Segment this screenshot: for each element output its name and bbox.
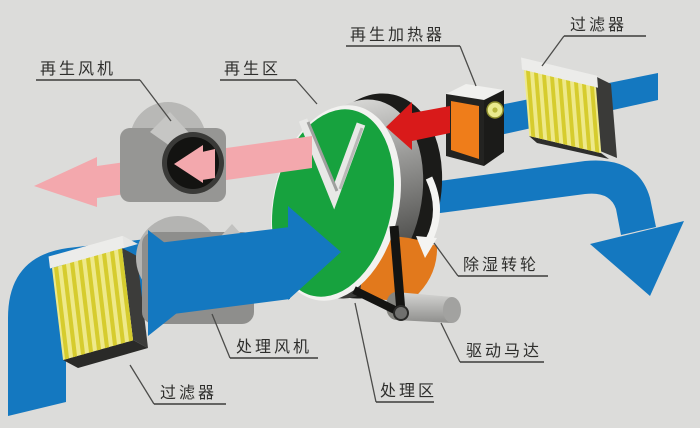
label-process-fan: 处理风机 [211,313,318,359]
heater-light-dot [492,107,498,113]
regen-filter [521,57,617,159]
belt-pulley [393,305,409,321]
divider-shade-right [338,127,364,190]
label-regen-zone-text: 再生区 [224,59,281,78]
process-air-arrow [148,206,341,336]
rotation-arrowhead-icon [416,236,437,258]
rotation-arrow-icon [425,176,440,242]
drive-motor [386,292,461,323]
label-drive-motor-text: 驱动马达 [466,341,542,360]
divider-shade-left [306,121,339,192]
fan-exhaust-arrowhead-icon [174,145,203,183]
process-air-outlet-arrow [425,160,684,296]
regen-heater-box [446,84,504,166]
outlet-arrowhead-icon [590,221,684,296]
label-process-zone: 处理区 [354,302,437,403]
label-filter-bottom-text: 过滤器 [160,383,217,402]
label-regen-heater-text: 再生加热器 [350,25,445,44]
process-filter [48,235,148,368]
label-regen-zone: 再生区 [220,59,318,105]
regen-fan [120,102,226,202]
label-wheel: 除湿转轮 [433,242,548,277]
hot-air-arrowhead-icon [386,102,412,150]
regen-exhaust-arrowhead-icon [34,157,97,207]
label-process-fan-text: 处理风机 [236,337,312,356]
wheel-sector-divider [298,118,366,210]
label-wheel-text: 除湿转轮 [463,255,539,274]
hot-air-arrow [386,102,450,150]
label-filter-bottom: 过滤器 [129,364,226,405]
label-regen-fan-text: 再生风机 [40,59,116,78]
heater-panel [451,101,479,159]
process-air-wheel-arrowhead-icon [288,206,341,300]
process-air-arrowhead-icon [148,230,216,336]
label-regen-fan: 再生风机 [36,59,172,122]
label-filter-top-text: 过滤器 [570,15,627,34]
label-regen-heater: 再生加热器 [346,25,477,87]
label-process-zone-text: 处理区 [380,381,437,400]
label-filter-top: 过滤器 [541,15,646,67]
drive-belt [352,225,409,321]
label-drive-motor: 驱动马达 [440,322,544,363]
